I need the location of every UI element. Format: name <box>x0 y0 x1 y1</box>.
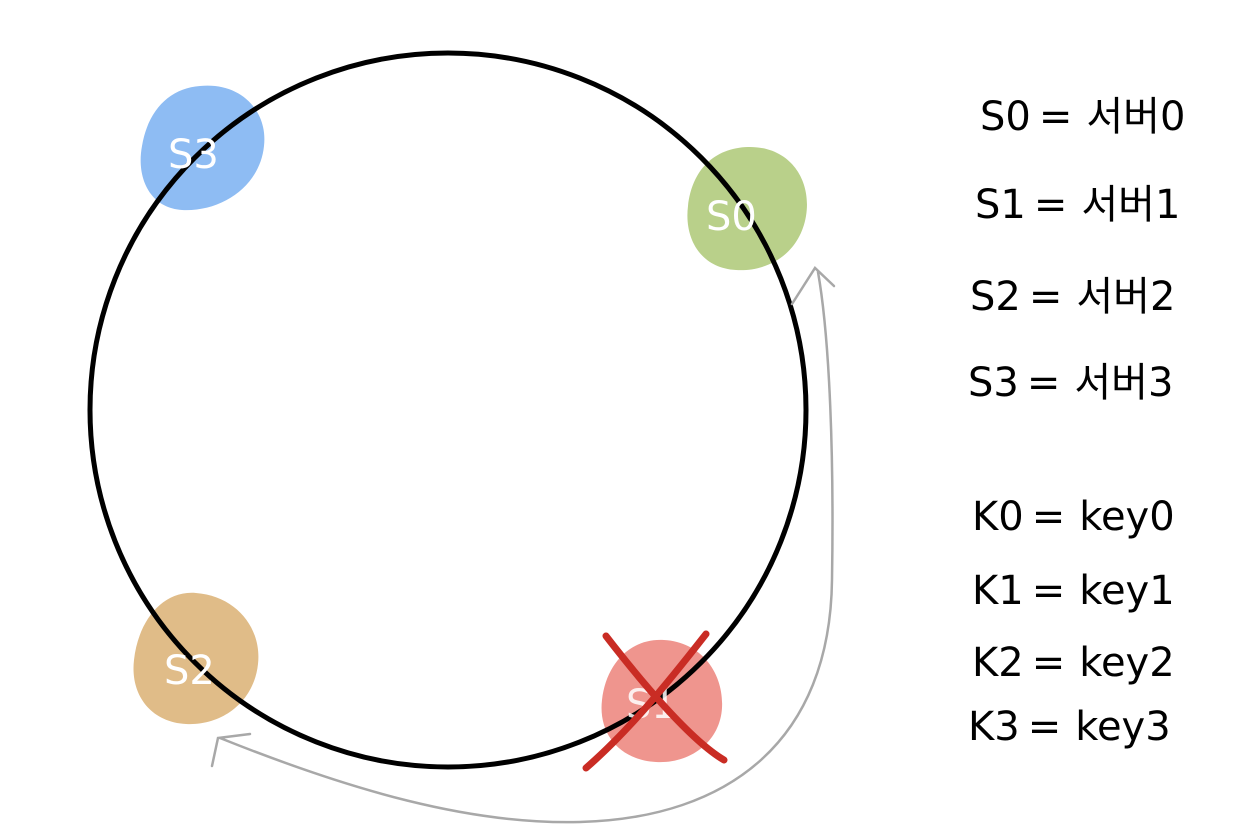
legend-k2: K2=key2 <box>972 640 1175 686</box>
arrowhead-s2-icon <box>210 732 252 768</box>
legend-k1: K1=key1 <box>972 568 1175 614</box>
redistribution-arrow <box>210 266 836 824</box>
legend-k3: K3=key3 <box>968 704 1171 750</box>
legend-s0: S0=서버0 <box>980 94 1185 140</box>
legend-s3: S3=서버3 <box>968 360 1173 406</box>
hash-ring <box>87 50 809 770</box>
legend-servers: S0=서버0 S1=서버1 S2=서버2 S3=서버3 <box>968 94 1185 406</box>
node-s2-label: S2 <box>164 648 215 694</box>
legend-s2: S2=서버2 <box>970 274 1175 320</box>
legend-s1: S1=서버1 <box>975 182 1180 228</box>
legend-k0: K0=key0 <box>972 494 1175 540</box>
node-s0-label: S0 <box>706 194 757 240</box>
node-s3-label: S3 <box>168 132 219 178</box>
arrowhead-s0-icon <box>790 266 836 306</box>
legend-keys: K0=key0 K1=key1 K2=key2 K3=key3 <box>968 494 1175 750</box>
removed-cross-icon <box>582 630 728 772</box>
